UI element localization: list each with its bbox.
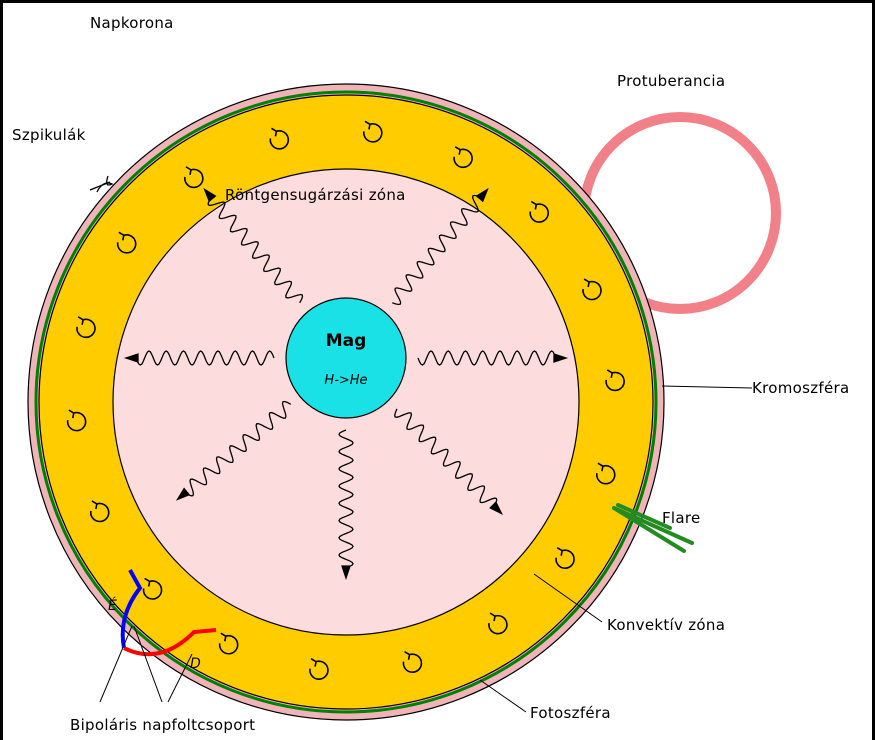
label-chromosphere: Kromoszféra [752, 379, 850, 397]
label-prominence: Protuberancia [617, 72, 725, 90]
leader-chromosphere [662, 386, 752, 388]
leader-photosphere [480, 680, 526, 712]
label-corona: Napkorona [90, 14, 174, 32]
label-sunspot-group: Bipoláris napfoltcsoport [70, 716, 255, 734]
label-radiative-zone: Röntgensugárzási zóna [225, 186, 406, 204]
leader-sunspot-1 [100, 626, 132, 702]
label-spicules: Szpikulák [12, 126, 86, 144]
label-photosphere: Fotoszféra [530, 704, 611, 722]
pole-north-label: É [108, 597, 117, 614]
core-title: Mag [326, 331, 367, 351]
core [286, 298, 406, 418]
label-convective-zone: Konvektív zóna [607, 616, 725, 634]
core-reaction: H->He [324, 373, 367, 388]
label-flare: Flare [662, 509, 701, 527]
pole-south-label: D [190, 656, 201, 672]
